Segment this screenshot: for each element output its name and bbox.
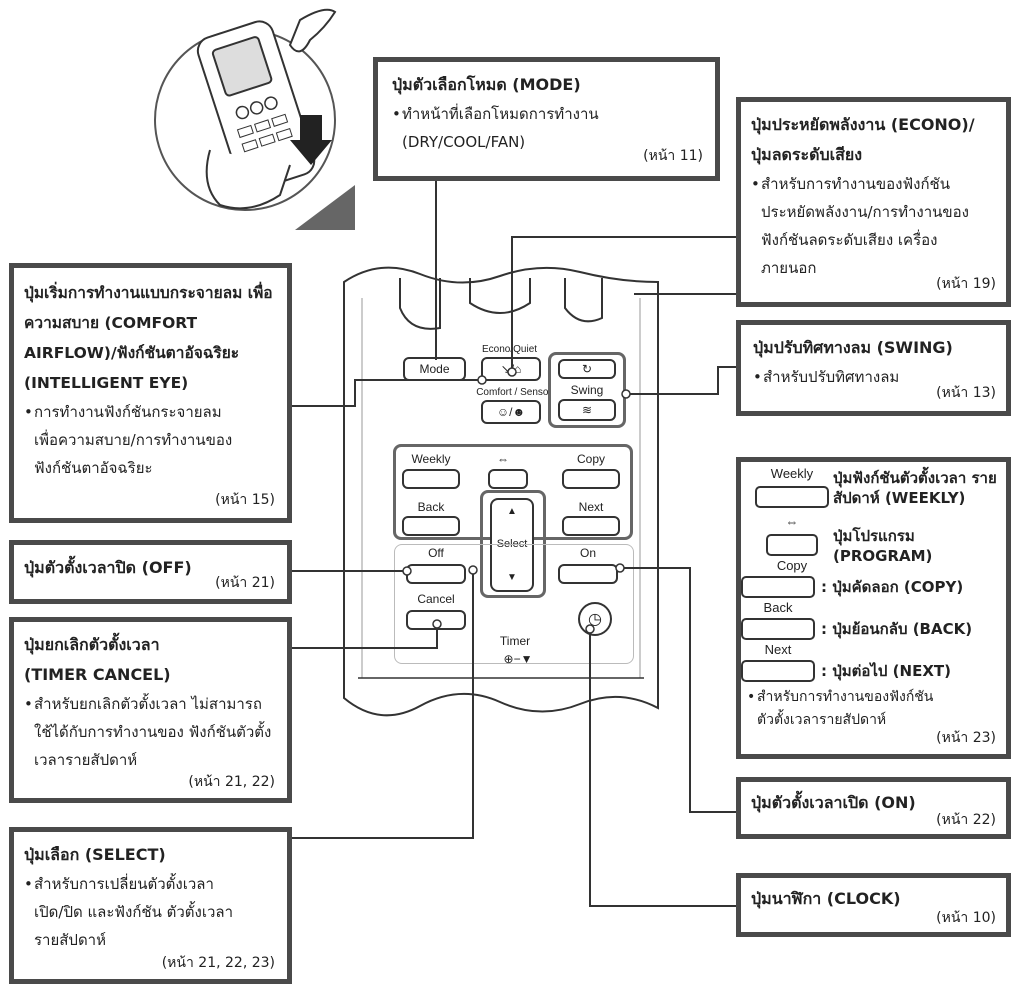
off-callout-page: (หน้า 21) — [215, 575, 275, 591]
program-symbol: ⇔ — [497, 452, 509, 466]
back-legend-label: Back — [763, 600, 793, 615]
next-legend-text: : ปุ่มต่อไป (NEXT) — [821, 662, 951, 680]
mode-callout-page: (หน้า 11) — [643, 148, 703, 164]
cancel-label: Cancel — [417, 592, 455, 606]
timer-group — [394, 544, 634, 664]
weekly-legend-label: Weekly — [770, 466, 814, 481]
weekly-callout: Weekly ปุ่มฟังก์ชันตัวตั้งเวลา รายสัปดาห… — [736, 457, 1011, 759]
on-button[interactable] — [558, 564, 618, 584]
mode-callout: ปุ่มตัวเลือกโหมด (MODE) ทำหน้าที่เลือกโห… — [373, 57, 720, 181]
copy-legend-label: Copy — [776, 558, 808, 573]
select-callout-desc: สำหรับการเปลี่ยนตัวตั้งเวลา เปิด/ปิด และ… — [24, 870, 234, 954]
comfort-callout-desc: การทำงานฟังก์ชันกระจายลม เพื่อความสบาย/ก… — [24, 398, 249, 482]
swing-label: Swing — [570, 383, 604, 397]
clock-callout-title: ปุ่มนาฬิกา (CLOCK) — [751, 889, 901, 908]
econo-callout-desc: สำหรับการทำงานของฟังก์ชัน ประหยัดพลังงาน… — [751, 170, 986, 282]
battery-icon: ⊕−▼ — [503, 652, 533, 666]
select-button[interactable]: ▲ Select ▼ — [490, 498, 534, 592]
hand-remote-illustration — [154, 8, 355, 230]
econo-callout-title: ปุ่มประหยัดพลังงาน (ECONO)/ ปุ่มลดระดับเ… — [751, 115, 975, 164]
on-callout-title: ปุ่มตัวตั้งเวลาเปิด (ON) — [751, 793, 916, 812]
swing-callout-page: (หน้า 13) — [936, 385, 996, 401]
next-label: Next — [578, 500, 604, 514]
clock-icon: ◷ — [588, 609, 602, 628]
weekly-callout-page: (หน้า 23) — [936, 730, 996, 746]
clock-callout-page: (หน้า 10) — [936, 910, 996, 926]
back-legend-text: : ปุ่มย้อนกลับ (BACK) — [821, 620, 973, 638]
select-callout-page: (หน้า 21, 22, 23) — [161, 955, 275, 971]
select-callout-title: ปุ่มเลือก (SELECT) — [24, 845, 166, 864]
weekly-legend-button — [755, 486, 829, 508]
swing-horizontal-button[interactable]: ≋ — [558, 399, 616, 421]
back-legend-button — [741, 618, 815, 640]
clock-button[interactable]: ◷ — [578, 602, 612, 636]
swing-vertical-button[interactable]: ↻ — [558, 359, 616, 379]
cancel-callout-desc: สำหรับยกเลิกตัวตั้งเวลา ไม่สามารถใช้ได้ก… — [24, 690, 294, 774]
select-callout: ปุ่มเลือก (SELECT) สำหรับการเปลี่ยนตัวตั… — [9, 827, 292, 984]
program-button[interactable] — [488, 469, 528, 489]
copy-legend-text: : ปุ่มคัดลอก (COPY) — [821, 578, 964, 596]
select-down-icon: ▼ — [507, 572, 517, 583]
swing-vertical-icon: ↻ — [581, 362, 593, 376]
weekly-callout-desc: สำหรับการทำงานของฟังก์ชัน ตัวตั้งเวลาราย… — [747, 686, 947, 732]
next-legend-row: : ปุ่มต่อไป (NEXT) — [741, 660, 951, 682]
off-callout: ปุ่มตัวตั้งเวลาปิด (OFF) (หน้า 21) — [9, 540, 292, 604]
off-label: Off — [428, 546, 444, 560]
copy-legend-row: : ปุ่มคัดลอก (COPY) — [741, 576, 963, 598]
weekly-label: Weekly — [411, 452, 451, 466]
econo-callout-page: (หน้า 19) — [936, 276, 996, 292]
program-legend-symbol: ⇔ — [785, 514, 799, 529]
clock-callout: ปุ่มนาฬิกา (CLOCK) (หน้า 10) — [736, 873, 1011, 937]
copy-label: Copy — [576, 452, 605, 466]
back-button[interactable] — [402, 516, 460, 536]
off-callout-title: ปุ่มตัวตั้งเวลาปิด (OFF) — [24, 558, 192, 577]
swing-callout-desc: สำหรับปรับทิศทางลม — [753, 363, 994, 391]
weekly-legend-text: ปุ่มฟังก์ชันตัวตั้งเวลา รายสัปดาห์ (WEEK… — [833, 469, 997, 507]
cancel-callout-title: ปุ่มยกเลิกตัวตั้งเวลา (TIMER CANCEL) — [24, 635, 171, 684]
weekly-button[interactable] — [402, 469, 460, 489]
copy-legend-button — [741, 576, 815, 598]
swing-callout-title: ปุ่มปรับทิศทางลม (SWING) — [753, 338, 953, 357]
on-callout: ปุ่มตัวตั้งเวลาเปิด (ON) (หน้า 22) — [736, 777, 1011, 839]
timer-label: Timer — [490, 634, 540, 648]
program-legend-button — [766, 534, 818, 556]
comfort-sensor-icons: ☺/☻ — [496, 405, 526, 419]
swing-horizontal-icon: ≋ — [581, 403, 593, 417]
copy-button[interactable] — [562, 469, 620, 489]
program-legend-text: ปุ่มโปรแกรม (PROGRAM) — [833, 527, 933, 565]
back-legend-row: : ปุ่มย้อนกลับ (BACK) — [741, 618, 972, 640]
comfort-sensor-button[interactable]: ☺/☻ — [481, 400, 541, 424]
mode-button-label: Mode — [419, 362, 450, 376]
mode-callout-title: ปุ่มตัวเลือกโหมด (MODE) — [392, 75, 581, 94]
comfort-callout-page: (หน้า 15) — [215, 492, 275, 508]
next-legend-button — [741, 660, 815, 682]
comfort-callout: ปุ่มเริ่มการทำงานแบบกระจายลม เพื่อความสบ… — [9, 263, 292, 523]
econo-quiet-label: Econo/Quiet — [482, 344, 538, 355]
on-callout-page: (หน้า 22) — [936, 812, 996, 828]
on-label: On — [579, 546, 596, 560]
mode-callout-desc: ทำหน้าที่เลือกโหมดการทำงาน (DRY/COOL/FAN… — [392, 100, 602, 156]
comfort-callout-title: ปุ่มเริ่มการทำงานแบบกระจายลม เพื่อความสบ… — [24, 284, 273, 392]
back-label: Back — [417, 500, 445, 514]
next-legend-label: Next — [764, 642, 792, 657]
cancel-callout-page: (หน้า 21, 22) — [188, 774, 275, 790]
next-button[interactable] — [562, 516, 620, 536]
cancel-callout: ปุ่มยกเลิกตัวตั้งเวลา (TIMER CANCEL) สำห… — [9, 617, 292, 803]
comfort-sensor-label: Comfort / Sensor — [476, 387, 552, 398]
select-up-icon: ▲ — [507, 506, 517, 517]
econo-callout: ปุ่มประหยัดพลังงาน (ECONO)/ ปุ่มลดระดับเ… — [736, 97, 1011, 307]
swing-callout: ปุ่มปรับทิศทางลม (SWING) สำหรับปรับทิศทา… — [736, 320, 1011, 416]
